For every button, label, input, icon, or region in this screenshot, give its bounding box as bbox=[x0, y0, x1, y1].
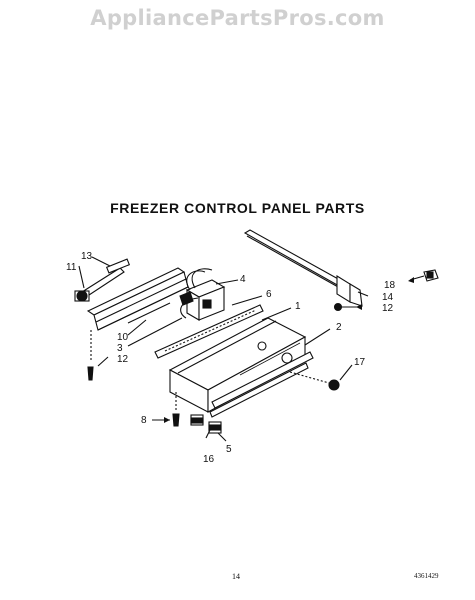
callout-14: 14 bbox=[382, 292, 394, 303]
callout-8: 8 bbox=[141, 415, 147, 426]
callout-12-left: 12 bbox=[117, 354, 129, 365]
temperature-strip bbox=[154, 304, 264, 359]
screw-lower-left bbox=[87, 330, 94, 381]
callout-13: 13 bbox=[81, 251, 93, 262]
callout-17: 18 bbox=[384, 280, 396, 291]
clip-part bbox=[409, 269, 439, 282]
callout-1: 1 bbox=[295, 301, 301, 312]
callout-10: 10 bbox=[117, 332, 129, 343]
screw-lower-right bbox=[289, 371, 340, 391]
callout-16: 17 bbox=[354, 357, 366, 368]
thermostat-control bbox=[180, 268, 226, 321]
callout-5: 5 bbox=[226, 444, 232, 455]
callout-12-right: 12 bbox=[382, 303, 394, 314]
watermark-text: AppliancePartsPros.com bbox=[90, 6, 385, 30]
callout-4: 4 bbox=[240, 274, 246, 285]
callout-11: 11 bbox=[66, 262, 77, 273]
callout-2: 2 bbox=[336, 322, 342, 333]
knob-shaft bbox=[74, 258, 131, 302]
mounting-bracket bbox=[243, 229, 363, 307]
page-number: 14 bbox=[232, 572, 240, 581]
callout-15: 16 bbox=[203, 454, 215, 465]
trim-strip bbox=[209, 351, 314, 418]
document-number: 4361429 bbox=[414, 572, 439, 580]
diagram-title: FREEZER CONTROL PANEL PARTS bbox=[110, 200, 365, 216]
callout-3: 3 bbox=[117, 343, 123, 354]
left-bracket bbox=[86, 267, 189, 331]
screw-right bbox=[333, 302, 358, 312]
callout-6: 6 bbox=[266, 289, 272, 300]
knobs bbox=[190, 414, 222, 434]
socket-part bbox=[179, 291, 194, 306]
